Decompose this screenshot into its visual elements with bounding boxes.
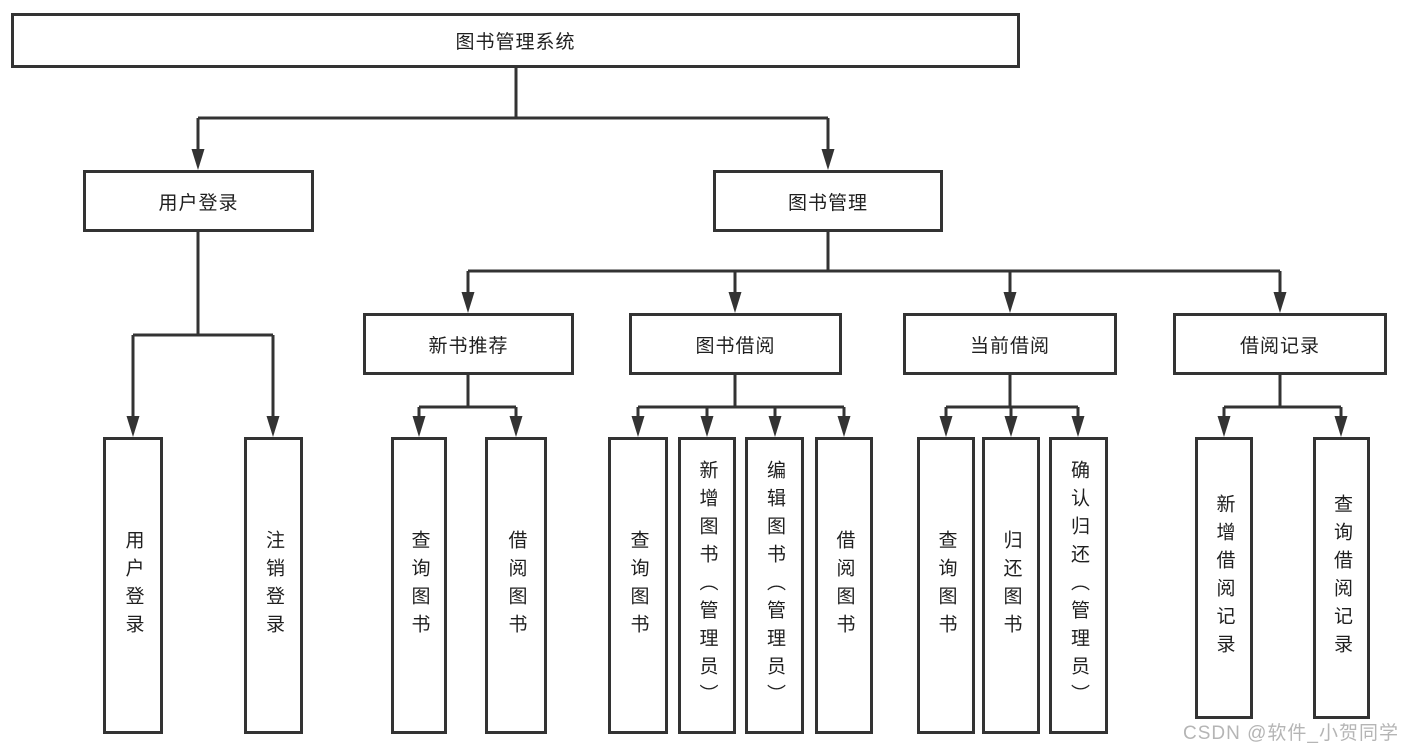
- node-label: 新增图书（管理员）: [696, 459, 718, 712]
- node-label: 编辑图书（管理员）: [764, 459, 785, 712]
- watermark-text: CSDN @软件_小贺同学: [1183, 723, 1399, 744]
- node-library-system: 图书管理系统: [11, 13, 1020, 68]
- leaf-user-login: 用户登录: [103, 437, 163, 734]
- node-label: 用户登录: [158, 192, 239, 214]
- leaf-add-book-admin: 新增图书（管理员）: [678, 437, 736, 734]
- node-label: 查询图书: [408, 529, 430, 642]
- node-label: 查询图书: [935, 529, 957, 642]
- leaf-borrow-books: 借阅图书: [815, 437, 873, 734]
- node-label: 新增借阅记录: [1213, 494, 1235, 662]
- node-label: 借阅记录: [1239, 335, 1320, 357]
- node-label: 确认归还（管理员）: [1068, 459, 1089, 712]
- node-label: 图书借阅: [695, 335, 776, 357]
- leaf-logout: 注销登录: [244, 437, 303, 734]
- leaf-edit-book-admin: 编辑图书（管理员）: [745, 437, 804, 734]
- leaf-return-book: 归还图书: [982, 437, 1040, 734]
- node-current-borrow: 当前借阅: [903, 313, 1117, 375]
- leaf-add-borrow-record: 新增借阅记录: [1195, 437, 1253, 719]
- node-label: 图书管理系统: [455, 32, 576, 53]
- node-label: 借阅图书: [505, 529, 527, 642]
- node-label: 归还图书: [1000, 529, 1022, 642]
- node-user-login: 用户登录: [83, 170, 314, 232]
- node-label: 借阅图书: [833, 529, 855, 642]
- leaf-query-books-current: 查询图书: [917, 437, 975, 734]
- node-book-management: 图书管理: [713, 170, 943, 232]
- node-label: 用户登录: [122, 529, 144, 642]
- leaf-query-books-borrow: 查询图书: [608, 437, 668, 734]
- leaf-borrow-books-recommend: 借阅图书: [485, 437, 547, 734]
- node-new-book-recommend: 新书推荐: [363, 313, 574, 375]
- leaf-query-books-recommend: 查询图书: [391, 437, 447, 734]
- node-borrow-records: 借阅记录: [1173, 313, 1387, 375]
- node-label: 当前借阅: [969, 335, 1050, 357]
- node-label: 查询借阅记录: [1331, 494, 1352, 662]
- node-label: 注销登录: [263, 529, 284, 642]
- node-label: 查询图书: [627, 529, 649, 642]
- leaf-query-borrow-record: 查询借阅记录: [1313, 437, 1370, 719]
- node-label: 新书推荐: [428, 335, 509, 357]
- leaf-confirm-return-admin: 确认归还（管理员）: [1049, 437, 1108, 734]
- node-book-borrow: 图书借阅: [629, 313, 842, 375]
- node-label: 图书管理: [787, 192, 868, 214]
